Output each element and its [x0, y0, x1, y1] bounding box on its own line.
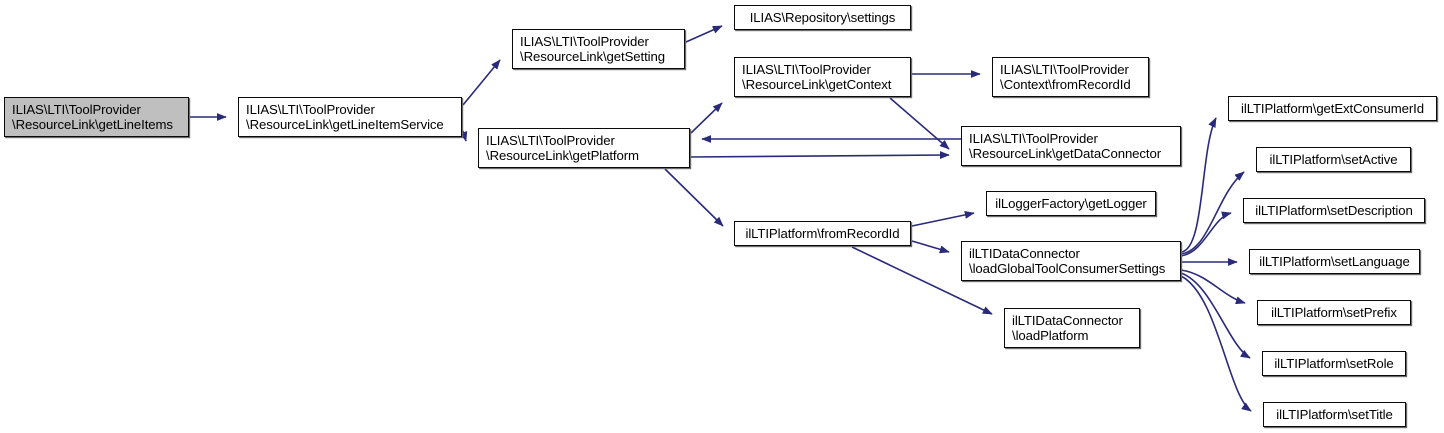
graph-edge-fromRecordId-to-loadGlobal [911, 240, 950, 254]
graph-node-label: ilLTIPlatform\setRole [1274, 355, 1394, 371]
graph-node-setRole[interactable]: ilLTIPlatform\setRole [1262, 351, 1406, 376]
graph-node-getLineItemService[interactable]: ILIAS\LTI\ToolProvider\ResourceLink\getL… [238, 97, 462, 137]
graph-node-label: ilLTIDataConnector [969, 245, 1080, 261]
graph-node-label: \ResourceLink\getLineItems [12, 117, 173, 132]
graph-node-getPlatform[interactable]: ILIAS\LTI\ToolProvider\ResourceLink\getP… [478, 128, 690, 168]
graph-node-loadGlobalToolConsumerSettings[interactable]: ilLTIDataConnector\loadGlobalToolConsume… [961, 241, 1181, 281]
graph-node-label: ilLTIPlatform\setLanguage [1259, 253, 1410, 269]
graph-node-getLineItems[interactable]: ILIAS\LTI\ToolProvider\ResourceLink\getL… [4, 97, 189, 137]
graph-edge-getPlatform-to-getDataConnector [690, 151, 950, 160]
graph-node-label: ILIAS\LTI\ToolProvider [1000, 61, 1129, 77]
graph-edge-getLineItemService-to-getSetting [462, 59, 501, 106]
graph-node-label: ilLTIPlatform\setTitle [1276, 406, 1393, 422]
graph-edge-getPlatform-to-getContext [690, 102, 723, 134]
graph-node-setLanguage[interactable]: ilLTIPlatform\setLanguage [1249, 249, 1420, 274]
graph-node-label: ilLTIPlatform\fromRecordId [745, 225, 900, 241]
graph-node-setPrefix[interactable]: ilLTIPlatform\setPrefix [1257, 300, 1411, 325]
graph-edge-fromRecordId-to-getLogger [911, 210, 975, 227]
graph-node-getContext[interactable]: ILIAS\LTI\ToolProvider\ResourceLink\getC… [734, 57, 911, 97]
graph-edge-loadGlobal-to-getExtConsumerId [1180, 117, 1217, 253]
graph-edge-getSetting-to-settings [685, 25, 723, 43]
graph-node-label: ilLTIPlatform\setDescription [1255, 202, 1413, 218]
graph-edge-loadGlobal-to-setRole [1180, 272, 1251, 359]
graph-node-label: ILIAS\LTI\ToolProvider [520, 33, 649, 49]
graph-node-contextFromRecordId[interactable]: ILIAS\LTI\ToolProvider\Context\fromRecor… [992, 57, 1149, 97]
graph-node-label: ilLTIPlatform\setActive [1269, 151, 1398, 167]
graph-node-label: \ResourceLink\getPlatform [486, 148, 639, 163]
graph-node-label: \ResourceLink\getContext [742, 77, 892, 92]
graph-node-label: ilLoggerFactory\getLogger [995, 195, 1147, 211]
graph-node-label: ILIAS\LTI\ToolProvider [486, 132, 615, 148]
graph-node-label: ilLTIPlatform\setPrefix [1271, 304, 1397, 320]
graph-node-getExtConsumerId[interactable]: ilLTIPlatform\getExtConsumerId [1228, 96, 1437, 121]
graph-node-label: ilLTIPlatform\getExtConsumerId [1241, 100, 1424, 116]
graph-node-label: ILIAS\Repository\settings [749, 9, 896, 25]
graph-node-setDescription[interactable]: ilLTIPlatform\setDescription [1243, 198, 1425, 223]
graph-node-label: \loadPlatform [1012, 328, 1089, 343]
graph-node-label: \ResourceLink\getLineItemService [246, 117, 444, 132]
graph-node-label: \ResourceLink\getSetting [520, 49, 665, 64]
graph-node-label: \loadGlobalToolConsumerSettings [969, 261, 1166, 276]
graph-edge-getContext-to-getDataConnector [889, 97, 950, 150]
graph-node-label: \ResourceLink\getDataConnector [969, 146, 1161, 161]
graph-node-setTitle[interactable]: ilLTIPlatform\setTitle [1263, 402, 1406, 427]
graph-edge-getPlatform-to-fromRecordId [664, 168, 724, 227]
graph-node-label: ilLTIDataConnector [1012, 312, 1123, 328]
graph-node-label: ILIAS\LTI\ToolProvider [969, 130, 1098, 146]
graph-node-loadPlatform[interactable]: ilLTIDataConnector\loadPlatform [1004, 308, 1140, 348]
graph-node-label: ILIAS\LTI\ToolProvider [742, 61, 871, 77]
graph-node-label: ILIAS\LTI\ToolProvider [12, 101, 141, 117]
graph-node-label: ILIAS\LTI\ToolProvider [246, 101, 375, 117]
graph-node-label: \Context\fromRecordId [1000, 77, 1131, 92]
graph-edge-loadGlobal-to-setDescription [1180, 211, 1232, 257]
graph-edge-getLineItemService-to-getPlatform [459, 130, 468, 142]
graph-node-settings[interactable]: ILIAS\Repository\settings [734, 5, 911, 30]
graph-node-getSetting[interactable]: ILIAS\LTI\ToolProvider\ResourceLink\getS… [512, 29, 685, 69]
graph-edge-loadGlobal-to-setActive [1180, 171, 1245, 255]
graph-node-getLogger[interactable]: ilLoggerFactory\getLogger [986, 191, 1156, 216]
graph-node-getDataConnector[interactable]: ILIAS\LTI\ToolProvider\ResourceLink\getD… [961, 126, 1181, 166]
graph-edge-loadGlobal-to-setTitle [1180, 275, 1252, 412]
graph-node-setActive[interactable]: ilLTIPlatform\setActive [1256, 147, 1411, 172]
graph-edge-loadGlobal-to-setPrefix [1180, 269, 1246, 305]
graph-node-platformFromRecordId[interactable]: ilLTIPlatform\fromRecordId [734, 221, 911, 246]
